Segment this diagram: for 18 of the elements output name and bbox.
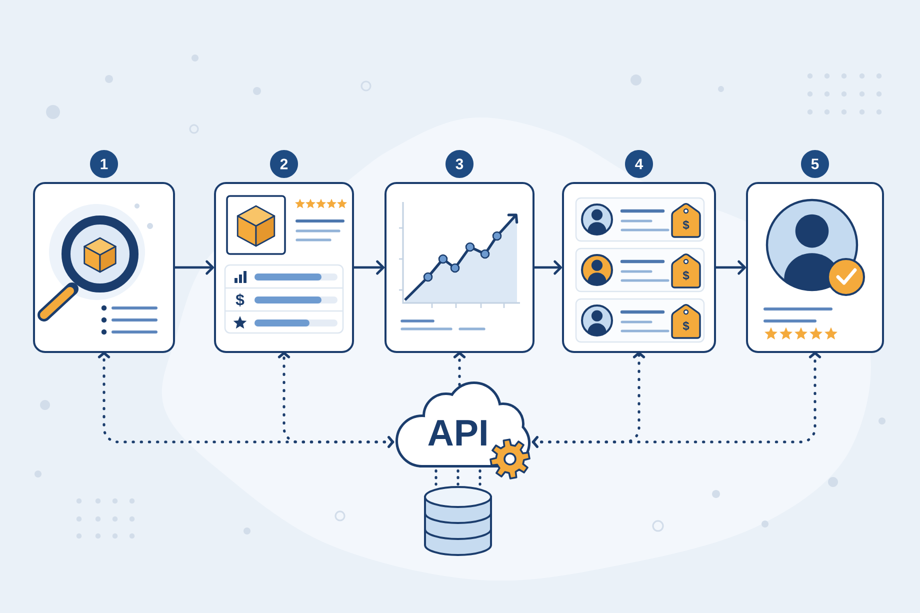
dotted-double-arrow: [98, 352, 394, 448]
dollar-sign: $: [236, 293, 244, 306]
arrow: [175, 260, 214, 275]
number-badge: 1: [90, 150, 118, 178]
dotted-line: [456, 469, 460, 486]
dotted-double-arrow: [532, 352, 822, 448]
number-badge: 3: [446, 150, 474, 178]
arrow: [716, 260, 746, 275]
arrow: [354, 260, 384, 275]
dotted-arrow: [278, 352, 394, 444]
number-badge: 5: [801, 150, 829, 178]
arrow: [534, 260, 562, 275]
dotted-line: [478, 469, 482, 486]
dotted-line: [434, 469, 438, 486]
database-cylinder: [424, 486, 492, 556]
number-badge: 2: [270, 150, 298, 178]
dotted-arrow: [453, 352, 466, 386]
number-badge: 4: [625, 150, 653, 178]
